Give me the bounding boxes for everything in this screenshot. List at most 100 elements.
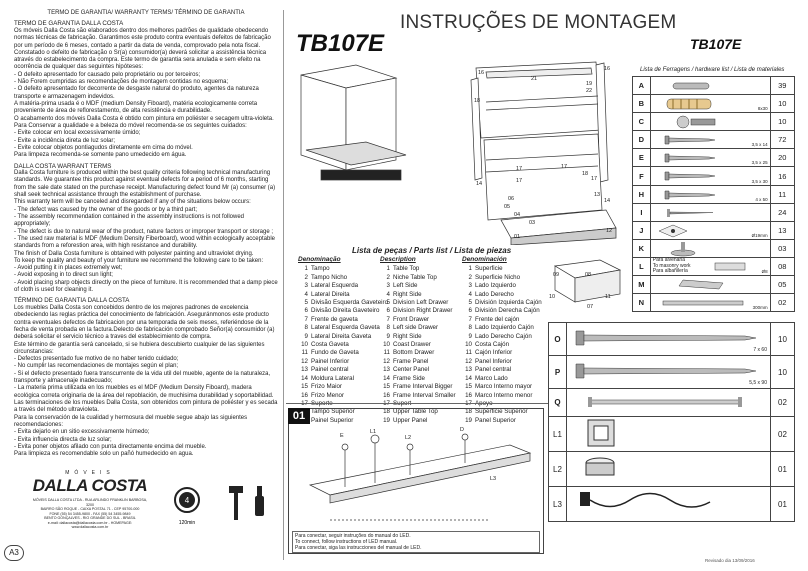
warranty-paragraph: Este término de garantía será cancelado,… [14,341,265,355]
part-number: 5 [304,299,308,307]
part-name: Painel central [311,366,349,374]
part-number: 14 [465,374,472,382]
part-name: Costa Gaveta [311,341,349,349]
hardware-size: Ø8 [761,269,768,275]
part-name: Tampo [311,265,330,273]
part-name: Right Side [393,290,422,298]
warranty-paragraph: The finish of Dalla Costa furniture is o… [14,250,254,257]
warranty-pt-body: Os móveis Dalla Costa são elaborados den… [14,28,278,160]
part-name: Panel Superior [475,416,516,424]
left-frame [470,77,483,181]
part-row: 1 Tampo [298,265,388,273]
part-number: 14 [383,374,390,382]
part-number: 13 [301,366,308,374]
cabinet-base [320,169,402,181]
screw-icon: 3,5 x 14 [649,130,771,150]
brand-logo: DALLA COSTA [32,476,148,495]
svg-text:11: 11 [605,294,611,300]
hardware-qty: 16 [769,166,796,186]
cabinet-drawer [305,141,407,166]
parts-title: Lista de peças / Parts list / Lista de p… [352,246,512,255]
hardware-letter: I [632,202,651,222]
lag-screw-icon: 7 x 60 [566,322,771,356]
hardware-letter: B [632,94,651,114]
warranty-paragraph: - Avoid putting it in places extremely w… [14,265,123,272]
part-number: 7 [468,315,472,323]
part-name: Superficie Nicho [475,273,521,281]
step-box [288,408,544,554]
warranty-paragraph: Los muebles Dalla Costa son concebidos d… [14,304,275,341]
warranty-paragraph: - Evita poner objetos afilado con punta … [14,443,207,450]
step-panel-edge [329,452,531,504]
hardware-letter: A [632,75,651,96]
center-panel [483,133,603,221]
part-name: Left side Drawer [393,324,439,332]
hardware-letter: M [632,275,651,295]
led-note-es: Para conectar, siga las instrucciones de… [295,545,422,551]
svg-text:16: 16 [604,66,610,72]
electrical-qty: 02 [770,416,795,452]
hardware-letter: F [632,166,651,186]
part-name: Fundo de Gaveta [311,349,359,357]
svg-text:12: 12 [606,228,612,234]
part-name: Coast Drawer [393,341,431,349]
part-name: Tampo Nicho [311,273,348,281]
part-number: 16 [383,391,390,399]
part-number: 10 [383,341,390,349]
hardware-qty: 11 [769,184,796,204]
svg-text:22: 22 [586,88,592,94]
warranty-paragraph: - Evita influencia directa de luz solar; [14,436,112,443]
part-number: 12 [383,357,390,365]
part-name: Right Side [393,332,422,340]
part-name: Marco Interno mayor [475,383,533,391]
part-row: 10 Costa Gaveta [298,341,388,349]
nail-icon [649,202,771,222]
screw-icon: 4 x 50 [649,184,771,204]
step-label-l2: L2 [405,435,411,441]
step-label-d: D [460,427,464,433]
big-hardware-qty: 02 [770,388,795,417]
big-hardware-letter: P [548,355,567,389]
part-name: Marco Interno menor [475,391,533,399]
part-name: Lado Izquierdo Cajón [475,324,534,332]
brand-address: MÓVEIS DALLA COSTA LTDA - RUA ARLINDO FR… [30,498,150,530]
part-number: 14 [301,374,308,382]
warranty-paragraph: Os móveis Dalla Costa são elaborados den… [14,27,271,49]
warranty-paragraph: Para limpieza es recomendable solo un pa… [14,451,194,458]
cam-lock-icon [649,112,771,132]
part-number: 10 [465,341,472,349]
part-name: División Derecha Cajón [475,307,540,315]
big-hardware-size: 7 x 60 [753,347,767,353]
hardware-size: 3,5 x 25 [751,160,768,166]
part-number: 18 [383,408,390,416]
part-name: Panel central [475,366,512,374]
hardware-size: 3,5 x 14 [751,142,768,148]
part-number: 2 [304,273,308,281]
part-number: 11 [383,349,390,357]
part-name: Panel Inferior [475,357,512,365]
part-number: 9 [304,332,308,340]
hardware-qty: 39 [769,75,796,96]
hardware-letter: N [632,293,651,313]
part-number: 6 [468,307,472,315]
step-label-e: E [340,433,344,439]
warranty-paragraph: - No cumplir las recomendaciones de mont… [14,363,179,370]
hardware-size: 8x30 [757,106,768,112]
part-number: 1 [386,265,390,273]
